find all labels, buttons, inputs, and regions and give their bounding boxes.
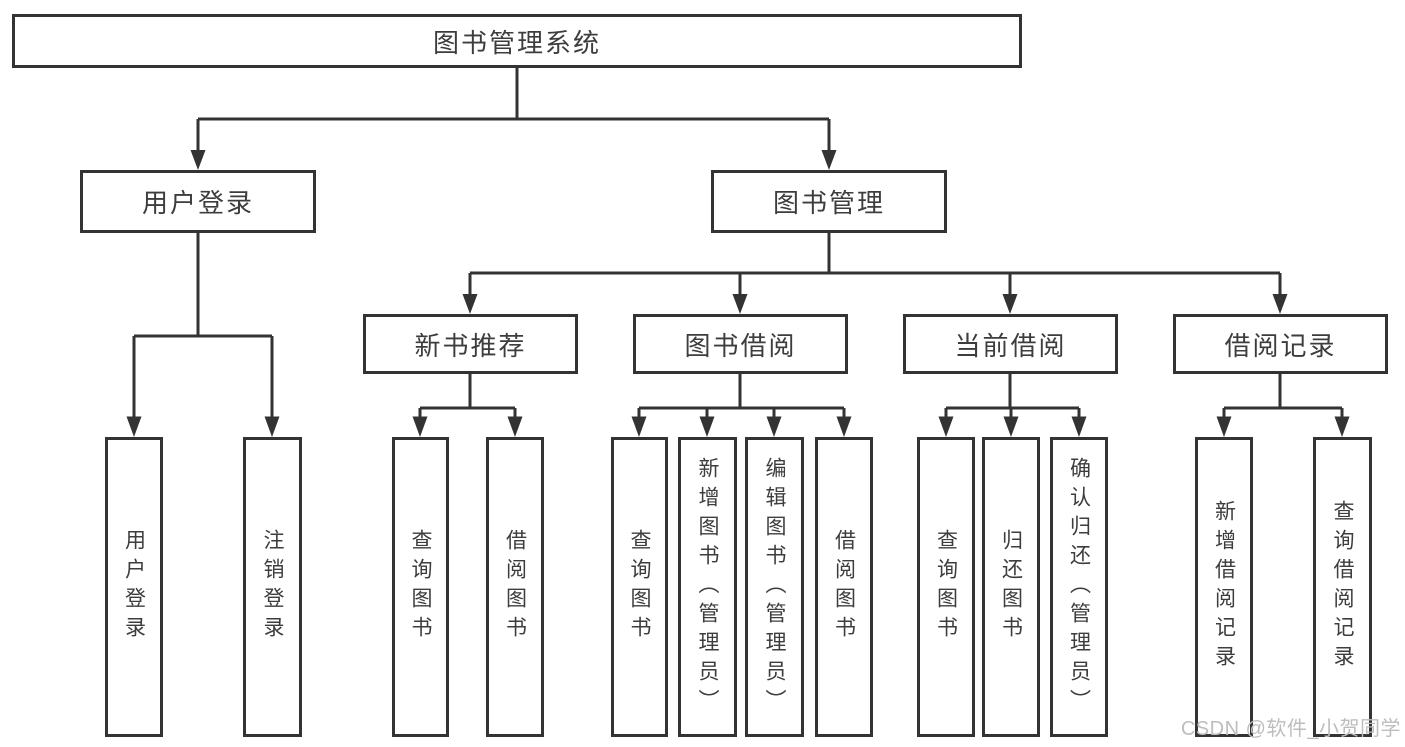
node-leaf-bb-edit-books: 编辑图书（管理员）: [745, 437, 804, 737]
node-leaf-rec-query-books-label: 查询图书: [409, 529, 432, 645]
arrowhead: [412, 416, 428, 437]
arrowhead: [1002, 294, 1018, 314]
connector-borrow-records-branch: [1216, 374, 1350, 437]
arrowhead: [1334, 416, 1350, 437]
watermark: CSDN @软件_小贺同学: [1180, 718, 1401, 740]
node-leaf-br-query-record: 查询借阅记录: [1313, 437, 1372, 737]
node-book-borrowing: 图书借阅: [633, 314, 848, 374]
arrowhead: [1003, 416, 1019, 437]
arrowhead: [1071, 416, 1087, 437]
connector-book-borrow-branch: [631, 374, 852, 437]
node-leaf-bb-borrow-books: 借阅图书: [815, 437, 873, 737]
connector-book-management-branch: [462, 233, 1288, 314]
node-leaf-logout-label: 注销登录: [261, 529, 284, 645]
node-leaf-rec-query-books: 查询图书: [392, 437, 449, 737]
node-leaf-cb-query-books: 查询图书: [917, 437, 975, 737]
node-leaf-cb-query-books-label: 查询图书: [934, 529, 958, 645]
node-leaf-bb-query-books: 查询图书: [611, 437, 668, 737]
node-leaf-bb-query-books-label: 查询图书: [628, 529, 651, 645]
node-root: 图书管理系统: [12, 14, 1022, 68]
node-leaf-user-login: 用户登录: [105, 437, 163, 737]
node-leaf-bb-borrow-books-label: 借阅图书: [832, 529, 856, 645]
node-user-login-branch-label: 用户登录: [141, 188, 254, 218]
node-new-book-recommendation-label: 新书推荐: [414, 330, 527, 361]
node-leaf-user-login-label: 用户登录: [122, 529, 146, 645]
connector-current-borrow-branch: [938, 374, 1087, 437]
connector-root-branch: [190, 68, 837, 170]
node-current-borrowing: 当前借阅: [903, 314, 1118, 374]
node-borrowing-records-label: 借阅记录: [1224, 330, 1337, 361]
node-book-management-branch-label: 图书管理: [772, 188, 885, 218]
node-leaf-logout: 注销登录: [243, 437, 302, 737]
node-current-borrowing-label: 当前借阅: [954, 330, 1067, 361]
connector-user-login-branch: [126, 233, 280, 437]
node-leaf-br-add-record: 新增借阅记录: [1195, 437, 1253, 737]
node-book-management-branch: 图书管理: [711, 170, 947, 233]
node-new-book-recommendation: 新书推荐: [363, 314, 578, 374]
arrowhead: [699, 416, 715, 437]
node-leaf-cb-confirm-return-label: 确认归还（管理员）: [1067, 456, 1091, 718]
arrowhead: [507, 416, 523, 437]
node-leaf-cb-confirm-return: 确认归还（管理员）: [1050, 437, 1108, 737]
node-leaf-rec-borrow-books: 借阅图书: [486, 437, 544, 737]
node-leaf-rec-borrow-books-label: 借阅图书: [503, 529, 527, 645]
node-leaf-bb-add-books: 新增图书（管理员）: [678, 437, 737, 737]
arrowhead: [264, 416, 280, 437]
node-user-login-branch: 用户登录: [80, 170, 316, 233]
node-leaf-bb-add-books-label: 新增图书（管理员）: [696, 456, 719, 718]
connector-new-book-rec-branch: [412, 374, 523, 437]
arrowhead: [836, 416, 852, 437]
node-borrowing-records: 借阅记录: [1173, 314, 1388, 374]
node-leaf-cb-return-books-label: 归还图书: [999, 529, 1023, 645]
node-book-borrowing-label: 图书借阅: [684, 330, 797, 361]
arrowhead: [1272, 294, 1288, 314]
arrowhead: [462, 294, 478, 314]
node-leaf-bb-edit-books-label: 编辑图书（管理员）: [763, 456, 786, 718]
arrowhead: [631, 416, 647, 437]
node-leaf-br-query-record-label: 查询借阅记录: [1331, 500, 1354, 674]
arrowhead: [190, 150, 206, 170]
arrowhead: [1216, 416, 1232, 437]
arrowhead: [821, 150, 837, 170]
arrowhead: [732, 294, 748, 314]
node-root-label: 图书管理系统: [432, 27, 601, 58]
arrowhead: [766, 416, 782, 437]
arrowhead: [938, 416, 954, 437]
node-leaf-cb-return-books: 归还图书: [982, 437, 1040, 737]
arrowhead: [126, 416, 142, 437]
node-leaf-br-add-record-label: 新增借阅记录: [1212, 500, 1236, 674]
